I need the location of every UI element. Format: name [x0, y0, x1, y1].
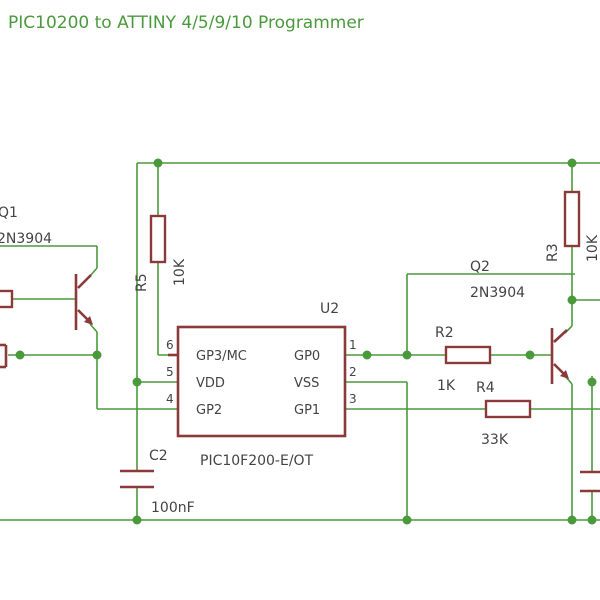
pin-name: VDD [196, 376, 225, 391]
junction-dot [402, 350, 412, 360]
ic-body [176, 325, 347, 438]
pin-number: 3 [349, 392, 357, 406]
junction-dot [15, 350, 25, 360]
junction-dot [567, 158, 577, 168]
capacitor-designator: C2 [149, 448, 168, 464]
pin-name: GP1 [294, 403, 320, 418]
resistor-designator: R3 [545, 243, 561, 262]
pin-name: GP3/MC [196, 349, 247, 364]
pin-number: 1 [349, 338, 357, 352]
transistor-designator: Q2 [470, 259, 490, 275]
junction-dot [132, 377, 142, 387]
pin-number: 5 [166, 365, 174, 379]
resistor-body [149, 214, 167, 264]
ic-part-number: PIC10F200-E/OT [200, 453, 314, 469]
resistor-r4: R4 33K [476, 380, 532, 448]
pin-number: 4 [166, 392, 174, 406]
resistor-value: 10K [585, 234, 600, 262]
junction-dots [15, 158, 597, 525]
junction-dot [567, 295, 577, 305]
pin-number: 2 [349, 365, 357, 379]
transistor-q2: Q2 2N3904 [470, 259, 569, 384]
resistor-body [0, 289, 14, 309]
junction-dot [153, 158, 163, 168]
resistor-r2: R2 1K [435, 325, 492, 394]
junction-dot [525, 350, 535, 360]
resistor-value: 33K [481, 432, 509, 448]
schematic-title: PIC10200 to ATTINY 4/5/9/10 Programmer [8, 13, 364, 33]
emitter-arrow-icon [84, 316, 93, 325]
pin-name: GP0 [294, 349, 320, 364]
transistor-type: 2N3904 [0, 231, 52, 247]
transistor-designator: Q1 [0, 205, 18, 221]
resistor-designator: R2 [435, 325, 454, 341]
wires [0, 162, 600, 521]
resistor-designator: R5 [134, 273, 150, 292]
resistor-body [563, 190, 581, 248]
junction-dot [567, 515, 577, 525]
transistor-collector [77, 274, 92, 289]
junction-dot [587, 515, 597, 525]
junction-dot [587, 377, 597, 387]
resistor-body [444, 345, 492, 365]
capacitor-right-edge [580, 470, 600, 493]
transistor-q1: Q1 2N3904 [0, 205, 93, 330]
ic-designator: U2 [320, 301, 339, 317]
capacitor-c2: C2 100nF [120, 448, 195, 516]
junction-dot [362, 350, 372, 360]
resistor-body [484, 399, 532, 419]
junction-dot [402, 515, 412, 525]
resistor-r5: R5 10K [134, 214, 188, 292]
resistor-q1-base [0, 289, 14, 309]
resistor-r3: R3 10K [545, 190, 600, 262]
capacitor-left-edge [0, 343, 8, 369]
junction-dot [132, 515, 142, 525]
emitter-arrow-icon [560, 370, 569, 379]
ic-u2: U2 PIC10F200-E/OT 6 GP3/MC 5 VDD 4 GP2 1… [166, 301, 357, 469]
pin-name: GP2 [196, 403, 222, 418]
resistor-value: 1K [437, 378, 456, 394]
transistor-collector [553, 329, 568, 343]
pin-number: 6 [166, 338, 174, 352]
resistor-value: 10K [172, 258, 188, 286]
resistor-designator: R4 [476, 380, 495, 396]
junction-dot [92, 350, 102, 360]
capacitor-value: 100nF [151, 500, 195, 516]
transistor-type: 2N3904 [470, 285, 525, 301]
pin-name: VSS [294, 376, 319, 391]
